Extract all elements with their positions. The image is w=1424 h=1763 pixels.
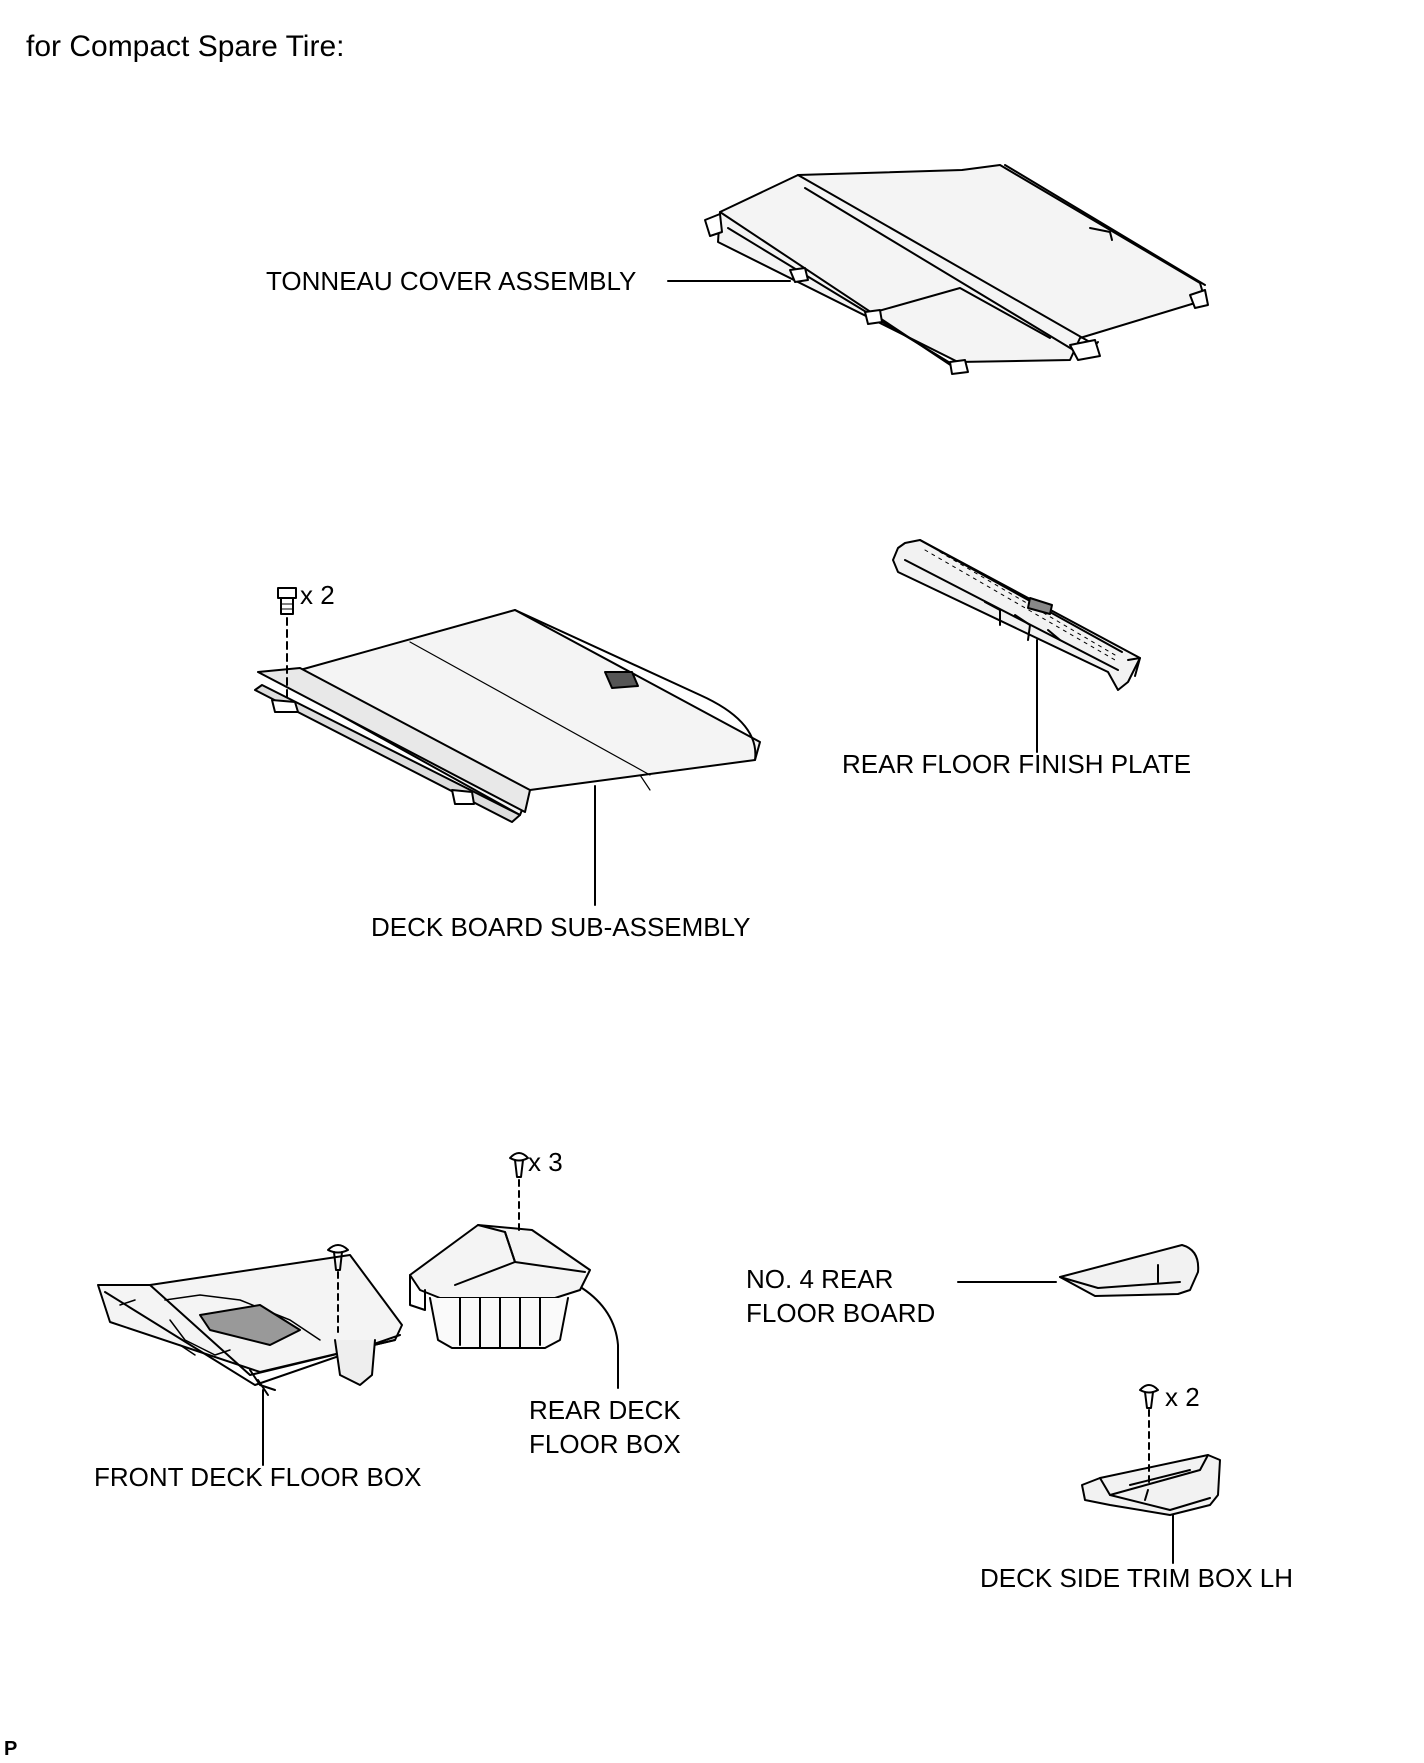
deck-board-part bbox=[254, 609, 761, 823]
label-no4-floor-board-line1: NO. 4 REAR bbox=[746, 1264, 894, 1294]
qty-trim-box-clips: x 2 bbox=[1165, 1382, 1200, 1412]
rear-floor-finish-plate-part bbox=[892, 539, 1141, 691]
rear-deck-floor-box-part bbox=[409, 1224, 591, 1349]
rear-deck-floor-box-leader bbox=[581, 1287, 619, 1389]
label-rear-deck-box-line1: REAR DECK bbox=[529, 1395, 681, 1425]
footer-code: P bbox=[4, 1738, 18, 1760]
label-rear-deck-box-line2: FLOOR BOX bbox=[529, 1429, 681, 1459]
qty-rear-box-clips: x 3 bbox=[528, 1147, 563, 1177]
clip-icon bbox=[509, 1152, 529, 1178]
qty-deck-board-bolts: x 2 bbox=[300, 580, 335, 610]
label-no4-floor-board-line2: FLOOR BOARD bbox=[746, 1298, 936, 1328]
no4-rear-floor-board-part bbox=[1059, 1244, 1200, 1297]
clip-icon bbox=[1139, 1384, 1159, 1409]
bolt-icon bbox=[277, 587, 297, 615]
label-tonneau-cover: TONNEAU COVER ASSEMBLY bbox=[266, 266, 637, 296]
front-deck-floor-box-part bbox=[97, 1254, 403, 1396]
label-front-deck-floor-box: FRONT DECK FLOOR BOX bbox=[94, 1462, 422, 1492]
tonneau-cover-part bbox=[704, 164, 1209, 375]
deck-side-trim-box-part bbox=[1081, 1454, 1221, 1516]
label-deck-board: DECK BOARD SUB-ASSEMBLY bbox=[371, 912, 751, 942]
clip-icon bbox=[327, 1244, 349, 1271]
label-rear-floor-finish-plate: REAR FLOOR FINISH PLATE bbox=[842, 749, 1192, 779]
page-title: for Compact Spare Tire: bbox=[26, 30, 345, 63]
label-deck-side-trim-box: DECK SIDE TRIM BOX LH bbox=[980, 1563, 1294, 1593]
